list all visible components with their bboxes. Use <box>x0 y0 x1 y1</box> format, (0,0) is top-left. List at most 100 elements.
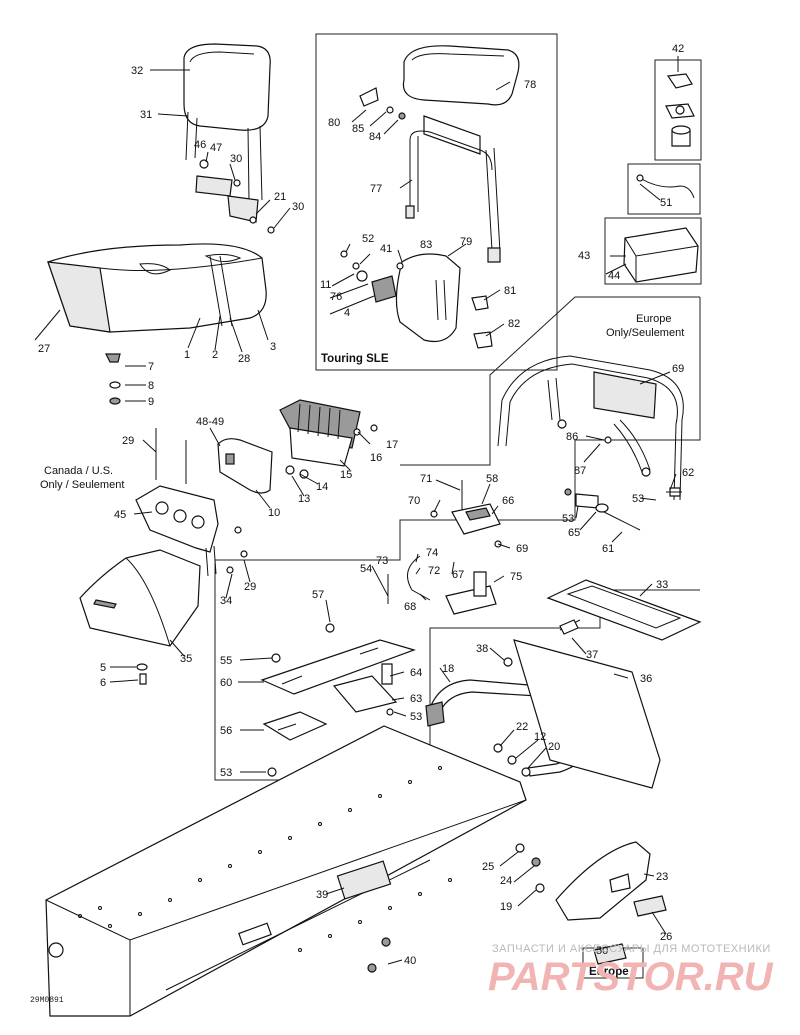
callout-55: 55 <box>220 655 232 667</box>
europe-mount-brackets <box>260 480 502 777</box>
bag-43-44 <box>604 217 702 285</box>
backrest <box>183 43 275 234</box>
callout-5: 5 <box>100 662 106 674</box>
callout-9: 9 <box>148 396 154 408</box>
callout-41: 41 <box>380 243 392 255</box>
callout-72: 72 <box>428 565 440 577</box>
callout-24: 24 <box>500 875 512 887</box>
callout-69b: 69 <box>516 543 528 555</box>
callout-32: 32 <box>131 65 143 77</box>
callout-22: 22 <box>516 721 528 733</box>
callout-51: 51 <box>660 197 672 209</box>
callout-30a: 30 <box>230 153 242 165</box>
callout-66: 66 <box>502 495 514 507</box>
callout-39: 39 <box>316 889 328 901</box>
callout-53d: 53 <box>220 767 232 779</box>
callout-79: 79 <box>460 236 472 248</box>
europe-rack-note-line1: Europe <box>636 313 671 325</box>
callout-57: 57 <box>312 589 324 601</box>
callout-21: 21 <box>274 191 286 203</box>
callout-83: 83 <box>420 239 432 251</box>
callout-45: 45 <box>114 509 126 521</box>
callout-61: 61 <box>602 543 614 555</box>
callout-26: 26 <box>660 931 672 943</box>
callout-8: 8 <box>148 380 154 392</box>
callout-63: 63 <box>410 693 422 705</box>
callout-11: 11 <box>320 279 331 291</box>
callout-52: 52 <box>362 233 374 245</box>
callout-34: 34 <box>220 595 232 607</box>
leader-lines <box>34 56 682 965</box>
callout-78: 78 <box>524 79 536 91</box>
callout-53a: 53 <box>632 493 644 505</box>
callout-1: 1 <box>184 349 190 361</box>
callout-28: 28 <box>238 353 250 365</box>
callout-84: 84 <box>369 131 381 143</box>
callout-23: 23 <box>656 871 668 883</box>
canada-us-note-line2: Only / Seulement <box>40 479 124 491</box>
callout-43: 43 <box>578 250 590 262</box>
callout-69: 69 <box>672 363 684 375</box>
callout-27: 27 <box>38 343 50 355</box>
callout-54: 54 <box>360 563 372 575</box>
plate-cover <box>79 549 201 685</box>
callout-20: 20 <box>548 741 560 753</box>
tunnel <box>45 725 527 1017</box>
callout-38: 38 <box>476 643 488 655</box>
callout-40: 40 <box>404 955 416 967</box>
callout-labels: 32 31 46 47 30 21 30 27 1 2 28 3 7 8 9 7… <box>38 43 694 967</box>
callout-19: 19 <box>500 901 512 913</box>
callout-42: 42 <box>672 43 684 55</box>
callout-30b: 30 <box>292 201 304 213</box>
callout-68: 68 <box>404 601 416 613</box>
cable-51 <box>627 163 701 215</box>
callout-81: 81 <box>504 285 516 297</box>
kit-42 <box>654 59 702 161</box>
callout-77: 77 <box>370 183 382 195</box>
callout-46: 46 <box>194 139 206 151</box>
luggage-rack <box>497 355 684 531</box>
callout-50: 50 <box>596 945 608 957</box>
callout-86: 86 <box>566 431 578 443</box>
watermark-text: ЗАПЧАСТИ И АКСЕССУАРЫ ДЛЯ МОТОТЕХНИКИ <box>492 943 771 955</box>
watermark-logo: PARTSTOR.RU <box>488 955 774 999</box>
callout-17: 17 <box>386 439 398 451</box>
touring-sle-title: Touring SLE <box>321 353 389 365</box>
callout-71: 71 <box>420 473 432 485</box>
callout-64: 64 <box>410 667 422 679</box>
canada-us-note-line1: Canada / U.S. <box>44 465 113 477</box>
callout-18: 18 <box>442 663 454 675</box>
callout-16: 16 <box>370 452 382 464</box>
callout-31: 31 <box>140 109 152 121</box>
callout-37: 37 <box>586 649 598 661</box>
callout-3: 3 <box>270 341 276 353</box>
callout-76: 76 <box>330 291 342 303</box>
callout-4: 4 <box>344 307 350 319</box>
callout-12: 12 <box>534 731 546 743</box>
callout-75: 75 <box>510 571 522 583</box>
callout-6: 6 <box>100 677 106 689</box>
callout-7: 7 <box>148 361 154 373</box>
callout-73: 73 <box>376 555 388 567</box>
callout-25: 25 <box>482 861 494 873</box>
figure-code: 29M0891 <box>30 996 64 1005</box>
europe-bottom-title: Europe <box>589 966 629 978</box>
callout-60: 60 <box>220 677 232 689</box>
callout-14: 14 <box>316 481 328 493</box>
callout-35: 35 <box>180 653 192 665</box>
step-plate <box>546 579 702 641</box>
callout-15: 15 <box>340 469 352 481</box>
callout-13: 13 <box>298 493 310 505</box>
rear-grab-handle <box>425 679 592 777</box>
license-bracket <box>135 428 248 577</box>
callout-65: 65 <box>568 527 580 539</box>
taillight <box>217 399 378 494</box>
callout-29a: 29 <box>122 435 134 447</box>
callout-82: 82 <box>508 318 520 330</box>
europe-rack-note-line2: Only/Seulement <box>606 327 684 339</box>
callout-74: 74 <box>426 547 438 559</box>
callout-29b: 29 <box>244 581 256 593</box>
snow-flap <box>503 639 661 789</box>
seat-fasteners <box>105 353 121 405</box>
